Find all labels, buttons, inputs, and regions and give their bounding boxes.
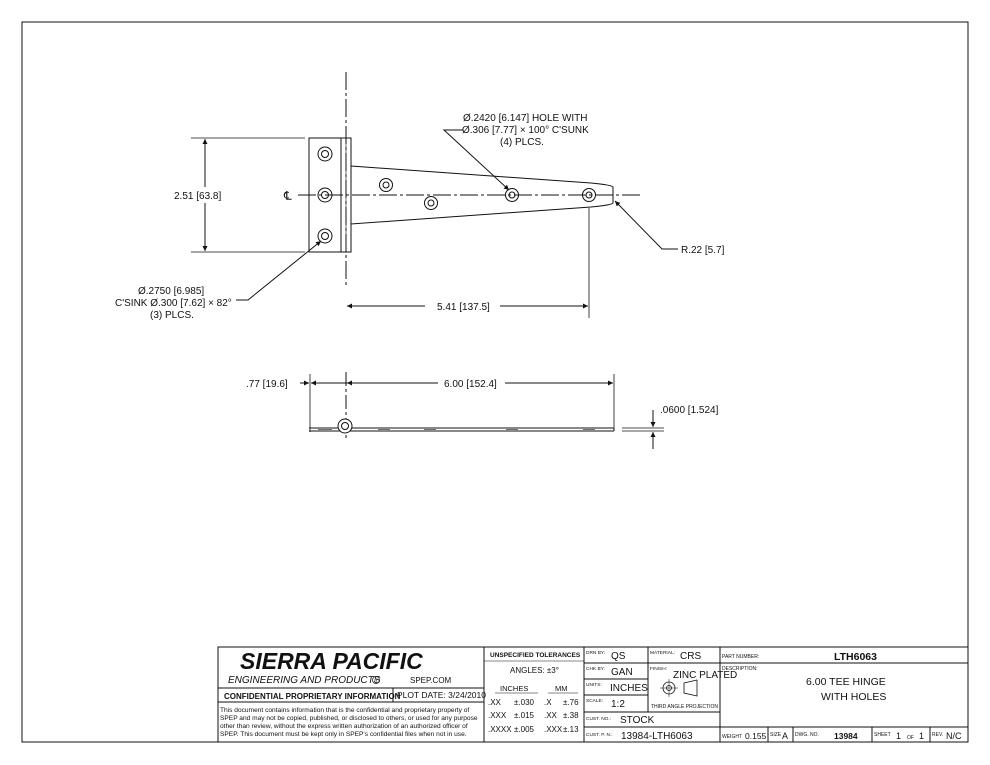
confidential-text-line: SPEP. This document must be kept only in… [220,731,467,738]
chk-by-value: GAN [611,667,633,678]
cust-pn-label: CUST. P. N.: [586,732,613,738]
weight-label: WEIGHT [722,734,742,740]
tol-cell: ±.38 [563,711,579,720]
title-block-text: SIERRA PACIFIC ENGINEERING AND PRODUCTS … [220,648,962,742]
plot-date: PLOT DATE: 3/24/2010 [397,690,486,700]
units-label: UNITS: [586,682,602,688]
part-number-value: LTH6063 [834,651,877,663]
sheet-label: SHEET [874,732,891,738]
confidential-text-line: other than review, without the express w… [220,723,468,730]
tolerance-inches-label: INCHES [500,684,528,693]
strap-hole [582,188,596,202]
company-name: SIERRA PACIFIC [240,648,423,674]
sheet-value: 1 [896,731,901,741]
tol-cell: .X [544,698,552,707]
hole-callout-text: Ø.306 [7.77] × 100° C'SUNK [462,125,589,136]
tol-cell: .XX [544,711,558,720]
leaf-hole-text: Ø.2750 [6.985] [138,286,204,297]
description-line: WITH HOLES [821,691,886,703]
leaf-hole [317,228,333,244]
tol-cell: .XXX [488,711,507,720]
tolerance-header: UNSPECIFIED TOLERANCES [490,652,581,659]
part-number-label: PART NUMBER: [722,654,759,660]
radius-dim-text: R.22 [5.7] [681,245,725,256]
strap-hole [379,178,393,192]
material-value: CRS [680,651,701,662]
side-view [300,372,664,449]
confidential-label: CONFIDENTIAL PROPRIETARY INFORMATION [224,692,401,701]
tolerance-angles: ANGLES: ±3° [510,666,559,675]
leaf-hole-text: C'SINK Ø.300 [7.62] × 82° [115,298,232,309]
tol-cell: ±.13 [563,725,579,734]
company-sub: ENGINEERING AND PRODUCTS [228,675,381,686]
tol-cell: ±.76 [563,698,579,707]
confidential-text-line: SPEP and may not be copied, published, o… [220,715,478,722]
height-dim-text: 2.51 [63.8] [174,191,221,202]
top-view [191,72,678,318]
tol-cell: ±.030 [514,698,535,707]
registered-mark: R [374,678,378,683]
rev-label: REV. [932,732,943,738]
confidential-text-line: This document contains information that … [220,707,469,714]
scale-label: SCALE: [586,698,603,704]
description-line: 6.00 TEE HINGE [806,676,886,688]
material-label: MATERIAL: [650,650,675,656]
leaf-hole [317,187,333,203]
hole-callout-leader [442,129,510,191]
chk-by-label: CHK BY: [586,666,605,672]
leaf-hole [317,146,333,162]
cust-pn-value: 13984-LTH6063 [621,731,693,742]
leaf-hole-leader [236,240,322,301]
tol-cell: .XX [488,698,502,707]
cust-no-label: CUST. NO.: [586,716,611,722]
knuckle-dim-text: .77 [19.6] [246,379,288,390]
cust-no-value: STOCK [620,715,655,726]
rev-value: N/C [946,731,962,741]
drn-by-label: DRN BY: [586,650,605,656]
size-value: A [782,731,788,741]
radius-leader [614,200,678,250]
finish-value: ZINC PLATED [673,670,737,681]
centerline-symbol: ℄ [283,189,292,203]
strap-hole [505,188,519,202]
tolerance-mm-label: MM [555,684,568,693]
tol-cell: .XXX [544,725,563,734]
leaf-hole-text: (3) PLCS. [150,310,194,321]
sheet-total: 1 [919,731,924,741]
scale-value: 1:2 [611,699,625,710]
dwg-no-label: DWG. NO. [795,732,819,738]
strap-length-dim-text: 5.41 [137.5] [437,302,490,313]
hole-callout-text: Ø.2420 [6.147] HOLE WITH [463,113,588,124]
thickness-dim-text: .0600 [1.524] [660,405,719,416]
registered-mark-icon [372,676,380,684]
finish-label: FINISH: [650,666,667,672]
hole-callout-text: (4) PLCS. [500,137,544,148]
tol-cell: ±.005 [514,725,535,734]
overall-dim-text: 6.00 [152.4] [444,379,497,390]
hinge-strap [350,165,614,225]
title-block [217,646,969,743]
dwg-no-value: 13984 [834,731,858,741]
side-knuckle [337,418,353,434]
description-label: DESCRIPTION: [722,666,758,672]
projection-label: THIRD ANGLE PROJECTION [651,704,718,710]
units-value: INCHES [610,683,648,694]
third-angle-projection-icon [660,679,698,697]
drn-by-value: QS [611,651,626,662]
website: SPEP.COM [410,676,452,685]
strap-hole [424,196,438,210]
weight-value: 0.155 [745,731,767,741]
tol-cell: .XXXX [488,725,512,734]
tol-cell: ±.015 [514,711,535,720]
size-label: SIZE [770,732,782,738]
of-label: OF [907,735,914,741]
